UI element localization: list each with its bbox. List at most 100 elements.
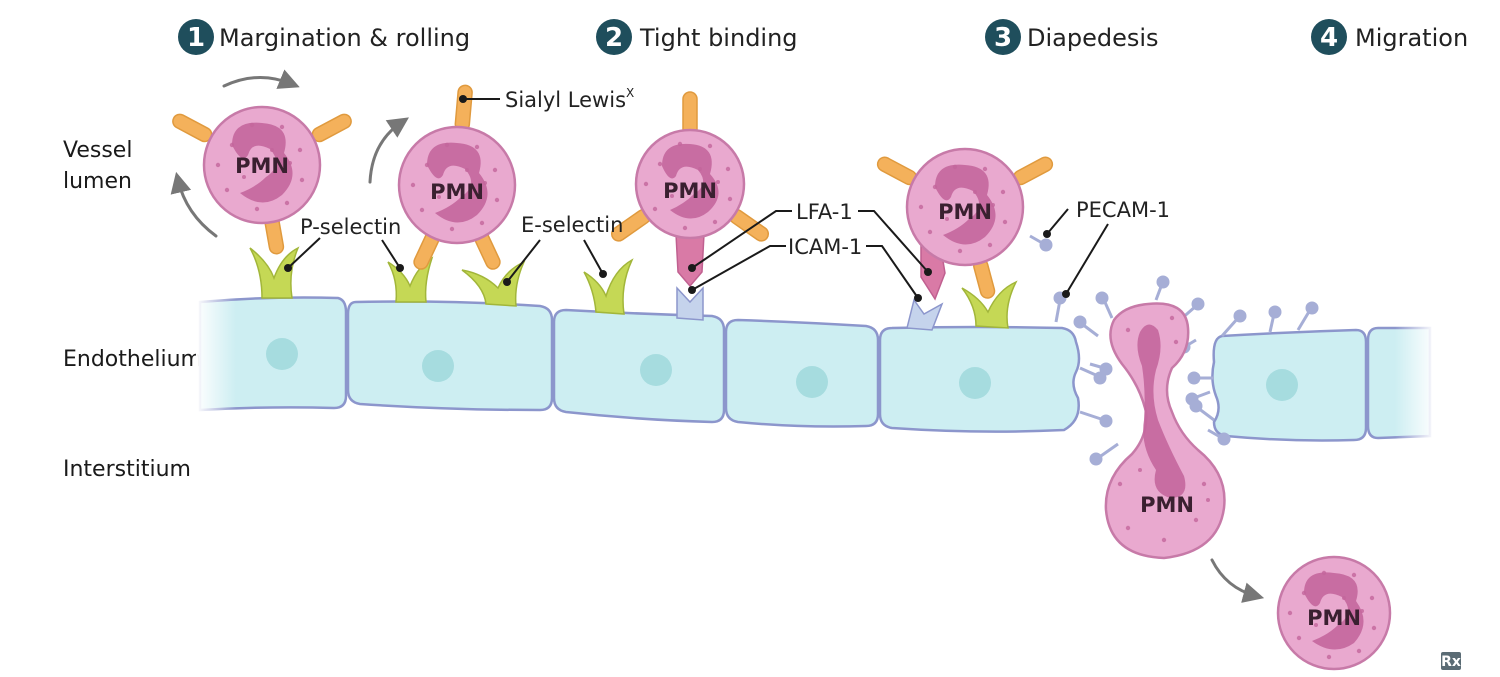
pmn-body bbox=[202, 105, 322, 225]
pmn-label: PMN bbox=[1307, 606, 1361, 630]
pecam-1-b bbox=[1039, 238, 1053, 252]
endo-nucleus-3 bbox=[640, 354, 672, 386]
pecam-1-i bbox=[1305, 301, 1319, 315]
pmn-nucleus bbox=[662, 143, 719, 219]
rolling-arrow-left bbox=[170, 171, 218, 238]
pecam-molecules bbox=[1029, 234, 1319, 466]
lfa-1-callout-right bbox=[858, 210, 929, 273]
pmn-nucleus bbox=[232, 122, 293, 203]
step-3-label: Diapedesis bbox=[1027, 24, 1159, 52]
rx-logo: Rx bbox=[1441, 652, 1461, 670]
icam-1-label: ICAM-1 bbox=[788, 235, 862, 259]
pecam-1-j bbox=[1093, 371, 1107, 385]
pmn-nucleus bbox=[1137, 324, 1186, 498]
pmn-cell-2: PMN bbox=[397, 84, 517, 270]
pmn-cell-diapedesis: PMN bbox=[1104, 302, 1226, 560]
pecam-1-e bbox=[1156, 275, 1170, 289]
pmn-nucleus bbox=[1304, 572, 1364, 650]
p-selectin-1 bbox=[249, 246, 300, 299]
icam-receptors bbox=[676, 286, 944, 331]
callout-dots bbox=[284, 95, 1070, 302]
step-4-label: Migration bbox=[1355, 24, 1468, 52]
endo-nucleus-4 bbox=[796, 366, 828, 398]
pecam-1-l bbox=[1099, 414, 1113, 428]
pecam-1-o bbox=[1187, 371, 1201, 385]
vessel-lumen-label-line1: Vessel bbox=[63, 138, 132, 163]
step-4-badge bbox=[1311, 19, 1347, 55]
migration-arrow bbox=[1210, 558, 1265, 603]
pecam-1-h bbox=[1268, 305, 1282, 319]
pmn-label: PMN bbox=[1140, 493, 1194, 517]
pmn-nucleus bbox=[935, 164, 996, 245]
e-selectin-3 bbox=[961, 280, 1018, 329]
rolling-arrow-mid bbox=[368, 117, 409, 184]
sialyl-lewis-x-ligand bbox=[311, 113, 352, 143]
pmn-cell-4: PMN bbox=[876, 147, 1054, 301]
icam-1-callout-right bbox=[866, 245, 919, 299]
step-1-badge bbox=[178, 19, 214, 55]
step-2-label: Tight binding bbox=[639, 24, 798, 52]
endothelium-label: Endothelium bbox=[63, 347, 202, 372]
icam-1-receptor-2 bbox=[906, 298, 944, 331]
step-1: 1 Margination & rolling bbox=[178, 19, 470, 55]
pecam-1-label: PECAM-1 bbox=[1076, 198, 1170, 222]
pecam-1-q bbox=[1189, 399, 1203, 413]
pmn-cell-migrated: PMN bbox=[1276, 555, 1392, 671]
pmn-body bbox=[905, 147, 1025, 267]
pecam-1-c bbox=[1073, 315, 1087, 329]
e-selectin-1 bbox=[461, 260, 526, 307]
sialyl-lewis-text: Sialyl Lewis bbox=[505, 88, 626, 112]
endothelium-fade-left bbox=[196, 290, 236, 420]
pmn-nucleus bbox=[427, 142, 488, 223]
sialyl-lewis-superscript: X bbox=[626, 86, 634, 100]
endo-nucleus-2 bbox=[422, 350, 454, 382]
rx-logo-text: Rx bbox=[1441, 654, 1461, 670]
pmn-label: PMN bbox=[235, 154, 289, 178]
icam-1-callout-left bbox=[691, 245, 786, 291]
pmn-cell-1: PMN bbox=[172, 105, 352, 255]
pecam-1-g bbox=[1233, 309, 1247, 323]
pecam-1-r bbox=[1217, 432, 1231, 446]
rolling-arrow-top bbox=[222, 69, 300, 89]
pecam-1-m bbox=[1089, 452, 1103, 466]
endo-nucleus-5 bbox=[959, 367, 991, 399]
pmn-label: PMN bbox=[663, 179, 717, 203]
step-3: 3 Diapedesis bbox=[985, 19, 1159, 55]
step-2-badge bbox=[596, 19, 632, 55]
pecam-1-callout-b bbox=[1065, 223, 1109, 295]
rx-logo-badge bbox=[1441, 652, 1461, 670]
pecam-1-f bbox=[1191, 297, 1205, 311]
step-4-number: 4 bbox=[1320, 23, 1338, 53]
step-3-badge bbox=[985, 19, 1021, 55]
sialyl-lewis-x-ligand bbox=[454, 84, 473, 132]
lfa-1-callout-left bbox=[691, 210, 792, 269]
pmn-label: PMN bbox=[938, 200, 992, 224]
pmn-body bbox=[1104, 302, 1226, 560]
e-selectin-label: E-selectin bbox=[521, 213, 623, 237]
step-1-label: Margination & rolling bbox=[219, 24, 470, 52]
step-2: 2 Tight binding bbox=[596, 19, 798, 55]
pecam-1-k bbox=[1099, 362, 1113, 376]
endothelial-cell-3 bbox=[552, 308, 726, 424]
icam-1-receptor-1 bbox=[676, 286, 704, 321]
interstitium-label: Interstitium bbox=[63, 457, 191, 482]
p-selectin-label: P-selectin bbox=[300, 215, 401, 239]
endo-nucleus-6 bbox=[1266, 369, 1298, 401]
sialyl-lewis-x-ligand bbox=[172, 113, 213, 143]
vessel-lumen-label-line2: lumen bbox=[63, 169, 132, 194]
pmn-cell-3: PMN bbox=[610, 91, 770, 288]
motion-arrows bbox=[170, 69, 1265, 603]
pecam-1-d bbox=[1095, 291, 1109, 305]
pmn-body bbox=[634, 128, 746, 240]
endothelial-nuclei bbox=[266, 338, 1298, 401]
pmn-body bbox=[397, 125, 517, 245]
e-selectin-2 bbox=[583, 258, 634, 315]
step-1-number: 1 bbox=[187, 23, 205, 53]
e-selectin-callout-2 bbox=[583, 239, 604, 275]
lfa-1-integrin bbox=[675, 233, 705, 288]
pecam-1-callout-a bbox=[1046, 208, 1069, 235]
step-2-number: 2 bbox=[605, 23, 623, 53]
endothelium-fade-right bbox=[1395, 320, 1435, 450]
step-3-number: 3 bbox=[994, 23, 1012, 53]
